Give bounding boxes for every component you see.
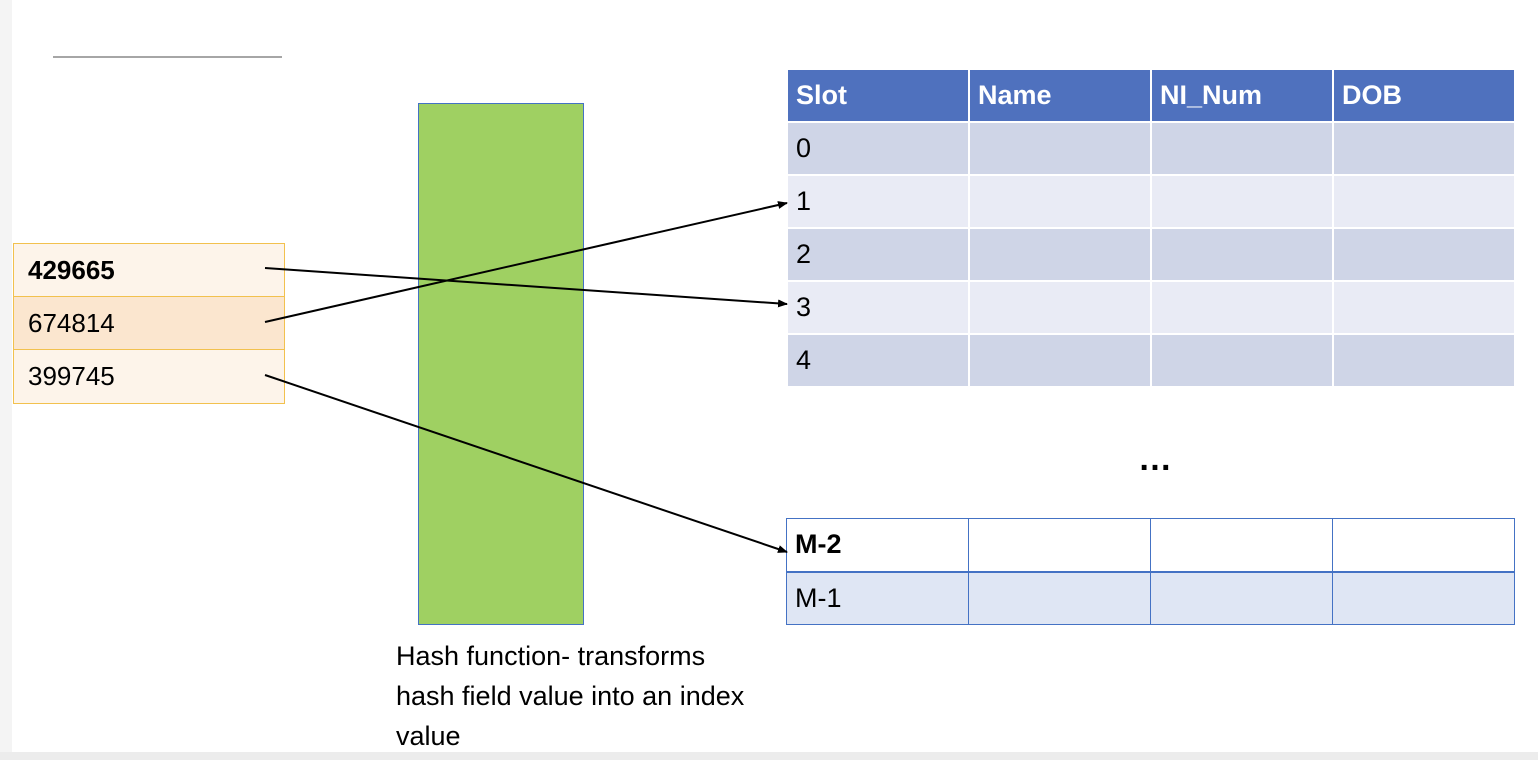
arrow-429665-to-slot-3: [264, 267, 788, 308]
left-edge: [0, 0, 12, 752]
slot-cell: M-2: [786, 518, 969, 572]
ni-num-cell: [1150, 227, 1334, 282]
dob-cell: [1332, 121, 1516, 176]
ni-num-cell: [1150, 121, 1334, 176]
slot-cell: 3: [786, 280, 970, 335]
dob-cell: [1332, 174, 1516, 229]
name-cell: [968, 518, 1151, 572]
ni-num-cell: [1150, 333, 1334, 388]
slot-cell: 4: [786, 333, 970, 388]
name-cell: [968, 571, 1151, 625]
column-header-ni-num: NI_Num: [1150, 68, 1334, 123]
table-row: 0: [786, 121, 1516, 176]
key-list: 429665 674814 399745: [13, 243, 285, 404]
arrow-399745-to-slot-m-2: [264, 374, 788, 553]
dob-cell: [1332, 227, 1516, 282]
ni-num-cell: [1150, 280, 1334, 335]
name-cell: [968, 174, 1152, 229]
table-row: 2: [786, 227, 1516, 282]
slot-cell: 1: [786, 174, 970, 229]
name-cell: [968, 121, 1152, 176]
slot-cell: M-1: [786, 571, 969, 625]
dob-cell: [1332, 280, 1516, 335]
hash-table-top: Slot Name NI_Num DOB 0 1 2 3 4: [786, 68, 1516, 388]
ni-num-cell: [1150, 518, 1333, 572]
slot-cell: 0: [786, 121, 970, 176]
dob-cell: [1332, 518, 1515, 572]
more-rows-ellipsis: …: [1138, 440, 1173, 478]
ni-num-cell: [1150, 174, 1334, 229]
ni-num-cell: [1150, 571, 1333, 625]
key-cell: 674814: [14, 297, 284, 350]
table-header-row: Slot Name NI_Num DOB: [786, 68, 1516, 123]
name-cell: [968, 280, 1152, 335]
column-header-name: Name: [968, 68, 1152, 123]
table-row: 4: [786, 333, 1516, 388]
slot-cell: 2: [786, 227, 970, 282]
name-cell: [968, 333, 1152, 388]
table-row: M-2: [786, 518, 1515, 572]
bottom-bar: [0, 752, 1538, 760]
table-row: 3: [786, 280, 1516, 335]
key-cell: 429665: [14, 244, 284, 297]
name-cell: [968, 227, 1152, 282]
arrow-674814-to-slot-1: [264, 201, 788, 323]
column-header-slot: Slot: [786, 68, 970, 123]
dob-cell: [1332, 333, 1516, 388]
dob-cell: [1332, 571, 1515, 625]
column-header-dob: DOB: [1332, 68, 1516, 123]
key-cell: 399745: [14, 350, 284, 403]
title-underline: [53, 56, 282, 58]
table-row: 1: [786, 174, 1516, 229]
hash-function-caption: Hash function- transforms hash field val…: [396, 641, 745, 751]
hash-function-box: [418, 103, 584, 625]
hash-table-bottom: M-2 M-1: [786, 518, 1515, 625]
table-row: M-1: [786, 571, 1515, 625]
